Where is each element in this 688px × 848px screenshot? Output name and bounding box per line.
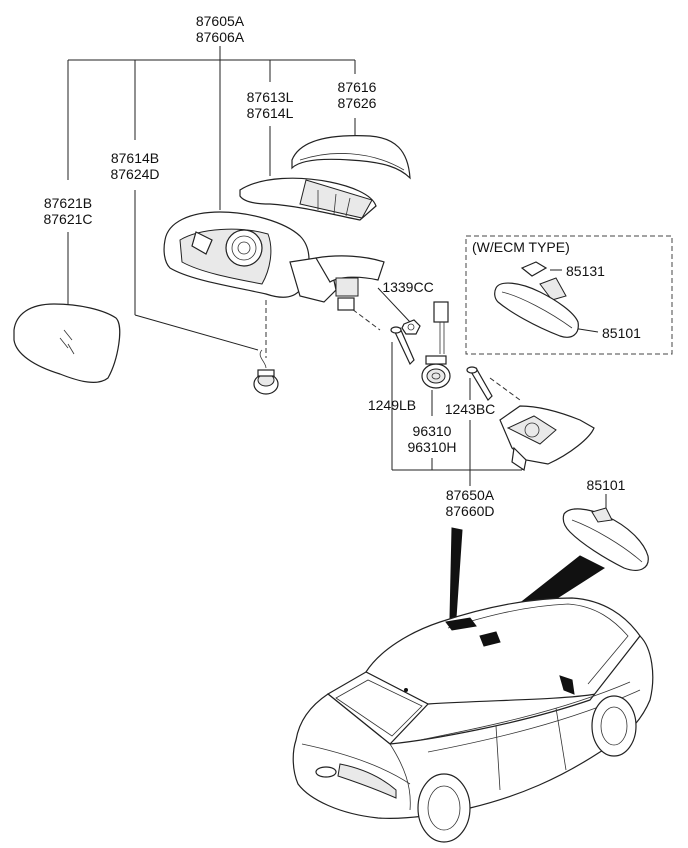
label-holder: 85131: [566, 263, 605, 279]
label-mirror-glass-1: 87621B: [44, 195, 92, 211]
label-garnish-1: 87650A: [446, 487, 495, 503]
label-screw-b: 1243BC: [445, 401, 496, 417]
ecm-box-title: (W/ECM TYPE): [472, 239, 570, 255]
part-labels: 87605A 87606A 87616 87626 87613L 87614L …: [43, 13, 641, 519]
garnish-part: [499, 405, 595, 471]
label-camera-1: 96310: [413, 423, 452, 439]
label-side-repeater-1: 87613L: [247, 89, 294, 105]
car-illustration: [292, 597, 654, 843]
label-side-repeater-2: 87614L: [247, 105, 294, 121]
label-mirror-assembly-1: 87605A: [196, 13, 245, 29]
label-inside-mirror-lower: 85101: [587, 477, 626, 493]
label-actuator-2: 87624D: [110, 166, 159, 182]
screw-1249lb-part: [390, 326, 415, 366]
label-nut: 1339CC: [382, 279, 433, 295]
label-mirror-assembly-2: 87606A: [196, 29, 245, 45]
ecm-box: [465, 235, 673, 355]
label-garnish-2: 87660D: [445, 503, 494, 519]
label-scalp-cover-2: 87626: [338, 95, 377, 111]
label-camera-2: 96310H: [407, 439, 456, 455]
label-mirror-glass-2: 87621C: [43, 211, 92, 227]
actuator-part: [253, 349, 279, 395]
label-screw-a: 1249LB: [368, 397, 416, 413]
mirror-glass-part: [13, 303, 121, 383]
scalp-cover-part: [291, 135, 411, 180]
label-inside-mirror-upper: 85101: [602, 325, 641, 341]
side-repeater-part: [239, 177, 377, 221]
camera-part: [421, 301, 451, 389]
mirror-housing-part: [163, 211, 385, 311]
label-scalp-cover-1: 87616: [338, 79, 377, 95]
nut-part: [401, 319, 421, 335]
leader-lines: [67, 46, 607, 510]
inside-mirror-part: [562, 507, 649, 571]
screw-1243bc-part: [466, 366, 493, 401]
label-actuator-1: 87614B: [111, 150, 159, 166]
